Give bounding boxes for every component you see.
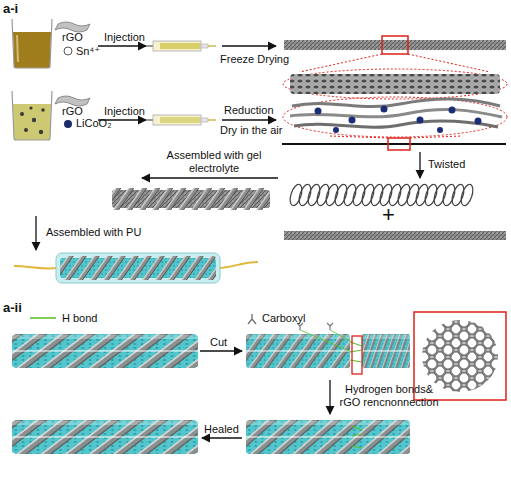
step-label: Injection (104, 105, 145, 118)
spring-cathode (288, 183, 475, 207)
beaker (12, 19, 52, 68)
licoo2-particle-icon (64, 120, 72, 128)
material-label: Sn⁴⁺ (76, 45, 100, 58)
material-label: LiCoO₂ (76, 117, 111, 130)
plus-sign: + (382, 204, 395, 226)
licoo2-particle (333, 127, 339, 133)
step-label: Assembled with PU (46, 226, 141, 239)
beaker-licoo2 (12, 91, 52, 140)
porous-network (422, 320, 498, 392)
process-arrow (202, 437, 242, 438)
battery-healed (12, 420, 198, 454)
h-bond (352, 426, 362, 448)
tin-rgo-fiber (284, 40, 506, 50)
zoom-outline (283, 97, 507, 137)
panel-label: a-ii (3, 300, 22, 315)
licoo2-particle (475, 118, 482, 125)
needle (208, 45, 216, 47)
coiled-fiber (112, 188, 270, 210)
lead-wire (14, 266, 58, 269)
spinning-solution (160, 43, 200, 49)
process-arrow (222, 45, 276, 46)
step-label: Reduction (224, 104, 274, 117)
panel-label: a-i (3, 1, 18, 16)
beaker-tin (12, 19, 52, 68)
zoom-outline (283, 69, 507, 99)
pu-shell (56, 253, 220, 283)
solution (13, 32, 51, 68)
tin-ion-icon (64, 47, 72, 55)
syringe (146, 41, 216, 51)
material-label: rGO (62, 31, 83, 44)
solution (13, 104, 51, 140)
battery-reconnecting (246, 420, 410, 454)
process-arrow (142, 177, 278, 178)
step-label: Assembled with gel electrolyte (160, 149, 268, 175)
coil (60, 256, 216, 280)
step-label: Freeze Drying (220, 53, 289, 66)
rgo-sheet-icon (55, 96, 90, 106)
packaged-battery (14, 253, 258, 283)
h-bond (300, 330, 352, 352)
lead-wire (218, 262, 258, 268)
tip (201, 44, 208, 48)
needle (208, 119, 216, 121)
battery-cut-right (362, 334, 410, 368)
licoo2-particle (417, 117, 424, 124)
highlight (17, 35, 18, 62)
zoom-box (388, 138, 410, 150)
particle (32, 118, 36, 122)
licoo2-rgo-fiber (282, 143, 506, 145)
rgo-sheet (290, 110, 502, 117)
carboxyl-sample (248, 314, 256, 324)
coil (112, 188, 270, 210)
carboxyl (297, 323, 333, 330)
anode-fiber (284, 231, 506, 240)
step-label: Injection (104, 31, 145, 44)
process-arrow (419, 152, 420, 178)
particle (20, 112, 24, 116)
layered-fiber-zoom (290, 99, 502, 133)
battery-intact (12, 334, 198, 368)
licoo2-particle (349, 117, 356, 124)
licoo2-particle (381, 106, 388, 113)
licoo2-particle (315, 108, 322, 115)
tip (201, 118, 208, 122)
material-label: rGO (62, 105, 83, 118)
plunger (146, 45, 153, 47)
rgo-sheet (292, 99, 500, 107)
rgo-sheet (294, 121, 498, 127)
barrel (153, 115, 201, 125)
h-bond-sample (30, 317, 56, 319)
step-label: Hydrogen bonds& rGO rencnonnection (336, 383, 442, 409)
rgo-sheet-icon (55, 22, 90, 32)
zoom-box (382, 36, 408, 54)
cut-interface (297, 323, 362, 374)
spinning-solution (160, 117, 200, 123)
step-label: Twisted (428, 158, 465, 171)
particle (39, 130, 43, 134)
barrel (153, 41, 201, 51)
process-arrow (35, 216, 36, 250)
legend-text: Carboxyl (262, 312, 305, 325)
legend-text: H bond (62, 312, 97, 325)
syringe (146, 115, 216, 125)
licoo2-particle (437, 127, 443, 133)
step-label: Healed (204, 423, 239, 436)
process-arrow (98, 45, 146, 46)
battery-cut-left (246, 334, 350, 368)
interface-box (352, 336, 362, 374)
process-arrow (329, 380, 330, 414)
beaker (12, 91, 52, 140)
step-label: Dry in the air (220, 124, 282, 137)
particle (41, 108, 45, 112)
plunger (146, 119, 153, 121)
particle (29, 106, 32, 109)
particle (24, 128, 28, 132)
step-label: Cut (210, 336, 227, 349)
process-arrow (200, 350, 242, 351)
process-arrow (222, 119, 276, 120)
licoo2-particle (449, 107, 456, 114)
porous-fiber-zoom (290, 74, 500, 94)
